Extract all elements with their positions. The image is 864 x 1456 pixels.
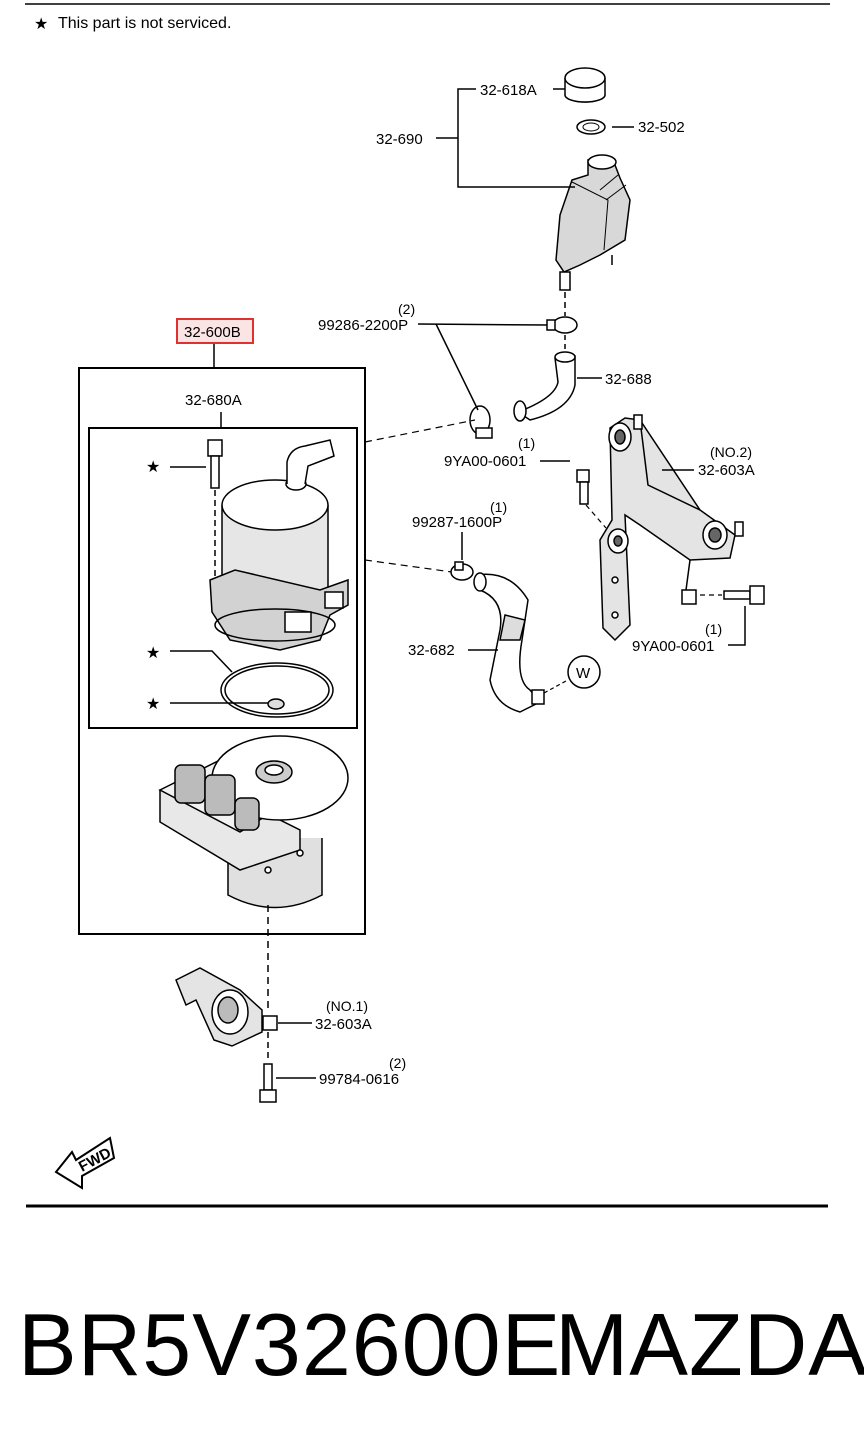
bolt-top-qty: (1) <box>518 435 535 451</box>
assembly-label: 32-600B <box>184 324 241 341</box>
reservoir-label: 32-690 <box>376 131 423 148</box>
lower-hose <box>473 572 545 713</box>
bracket-no2 <box>599 414 744 642</box>
w-marker: W <box>567 655 601 689</box>
footer: BR5V32600E MAZDA <box>0 1290 864 1400</box>
hose-clamp-upper <box>546 316 578 334</box>
bolt-side-qty: (1) <box>705 621 722 637</box>
star-icon: ★ <box>146 459 160 476</box>
bolt-side <box>723 585 765 605</box>
note-text: This part is not serviced. <box>58 15 231 32</box>
motor-label: 32-680A <box>185 392 242 409</box>
star-markers: ★ ★ ★ <box>146 459 160 713</box>
star-icon: ★ <box>34 16 48 33</box>
lower-hose-label: 32-682 <box>408 642 455 659</box>
bolt-bottom <box>259 1063 277 1103</box>
star-icon: ★ <box>146 696 160 713</box>
bracket-no1 <box>175 967 278 1047</box>
reservoir-callout <box>436 88 634 188</box>
bracket2-no: (NO.2) <box>710 444 752 460</box>
brand-name: MAZDA <box>555 1295 864 1394</box>
svg-text:W: W <box>576 665 591 682</box>
motor-cylinder <box>209 439 349 651</box>
upper-hose-label: 32-688 <box>605 371 652 388</box>
motor-box <box>88 427 358 729</box>
hose-clamp-label: 99286-2200P <box>318 317 408 334</box>
bolt-side-label: 9YA00-0601 <box>632 638 714 655</box>
o-ring-label: 32-502 <box>638 119 685 136</box>
bracket1-label: 32-603A <box>315 1016 372 1033</box>
parts-diagram: ★ This part is not serviced. 32-618A 32-… <box>25 3 830 1208</box>
not-serviced-note: ★ This part is not serviced. <box>34 15 231 33</box>
clamp2-qty: (1) <box>490 499 507 515</box>
hose-clamp-2 <box>450 561 474 581</box>
upper-hose <box>513 351 576 422</box>
motor-bolt <box>207 439 223 489</box>
bracket2-label: 32-603A <box>698 462 755 479</box>
seal-ring <box>220 662 334 718</box>
part-number: BR5V32600E <box>18 1295 562 1394</box>
assembly-highlight <box>176 318 254 344</box>
bolt-bottom-qty: (2) <box>389 1055 406 1071</box>
bolt-top-label: 9YA00-0601 <box>444 453 526 470</box>
star-icon: ★ <box>146 645 160 662</box>
pump-body <box>158 735 349 909</box>
hose-clamp-lower <box>469 405 493 439</box>
bracket1-no: (NO.1) <box>326 998 368 1014</box>
hose-clamp-qty: (2) <box>398 301 415 317</box>
assembly-box <box>78 367 366 935</box>
bolt-top <box>576 469 590 505</box>
o-ring <box>576 119 606 135</box>
reservoir-cap <box>564 67 606 103</box>
bolt-bottom-label: 99784-0616 <box>319 1071 399 1088</box>
clamp2-label: 99287-1600P <box>412 514 502 531</box>
reservoir-tank <box>555 154 631 291</box>
cap-label: 32-618A <box>480 82 537 99</box>
